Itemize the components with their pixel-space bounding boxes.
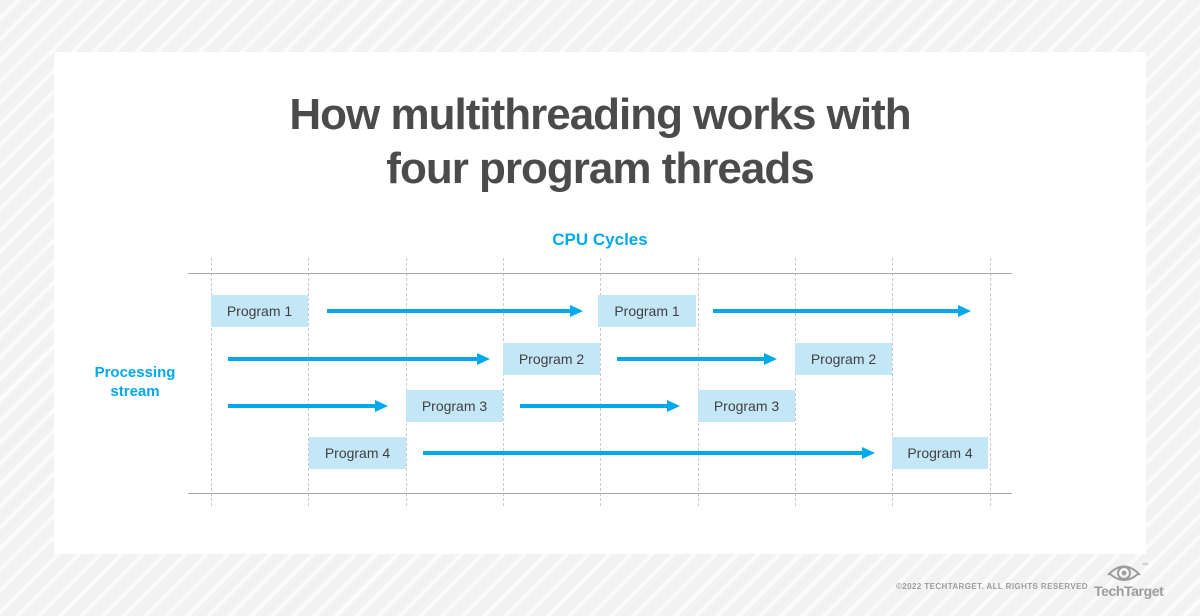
flow-arrow — [228, 400, 388, 412]
processing-stream-label: Processing stream — [60, 363, 210, 401]
arrowhead-icon — [570, 305, 583, 317]
arrowhead-icon — [958, 305, 971, 317]
page-title: How multithreading works with four progr… — [100, 88, 1100, 196]
eye-icon: ™ — [1107, 562, 1148, 581]
program-box: Program 2 — [795, 343, 892, 375]
gridline — [698, 258, 699, 506]
arrowhead-icon — [375, 400, 388, 412]
gridline — [406, 258, 407, 506]
chart-bottom-border — [188, 493, 1012, 494]
gridline — [308, 258, 309, 506]
program-box: Program 1 — [598, 295, 696, 327]
flow-arrow — [520, 400, 680, 412]
page-title-line2: four program threads — [386, 144, 814, 193]
gridline — [990, 258, 991, 506]
brand-wordmark: TechTarget — [1094, 583, 1164, 599]
gridline — [795, 258, 796, 506]
cpu-cycles-label: CPU Cycles — [552, 230, 648, 249]
program-box: Program 3 — [698, 390, 795, 422]
program-box: Program 3 — [406, 390, 503, 422]
program-box: Program 1 — [211, 295, 308, 327]
arrowhead-icon — [477, 353, 490, 365]
gridline — [892, 258, 893, 506]
arrowhead-icon — [764, 353, 777, 365]
trademark-symbol: ™ — [1142, 562, 1148, 569]
program-box: Program 4 — [892, 437, 988, 469]
arrowhead-icon — [862, 447, 875, 459]
processing-stream-line1: Processing — [94, 364, 176, 381]
page-title-line1: How multithreading works with — [289, 90, 911, 139]
techtarget-logo: ™ TechTarget — [1094, 560, 1164, 599]
program-box: Program 4 — [309, 437, 406, 469]
flow-arrow — [617, 353, 777, 365]
arrowhead-icon — [667, 400, 680, 412]
flow-arrow — [423, 447, 875, 459]
program-box: Program 2 — [503, 343, 600, 375]
chart-top-border — [188, 273, 1012, 274]
copyright-text: ©2022 TECHTARGET. ALL RIGHTS RESERVED — [896, 582, 1088, 591]
flow-arrow — [228, 353, 490, 365]
gridline — [503, 258, 504, 506]
flow-arrow — [327, 305, 583, 317]
flow-arrow — [713, 305, 971, 317]
processing-stream-line2: stream — [110, 383, 160, 400]
gridline — [600, 258, 601, 506]
gridline — [211, 258, 212, 506]
